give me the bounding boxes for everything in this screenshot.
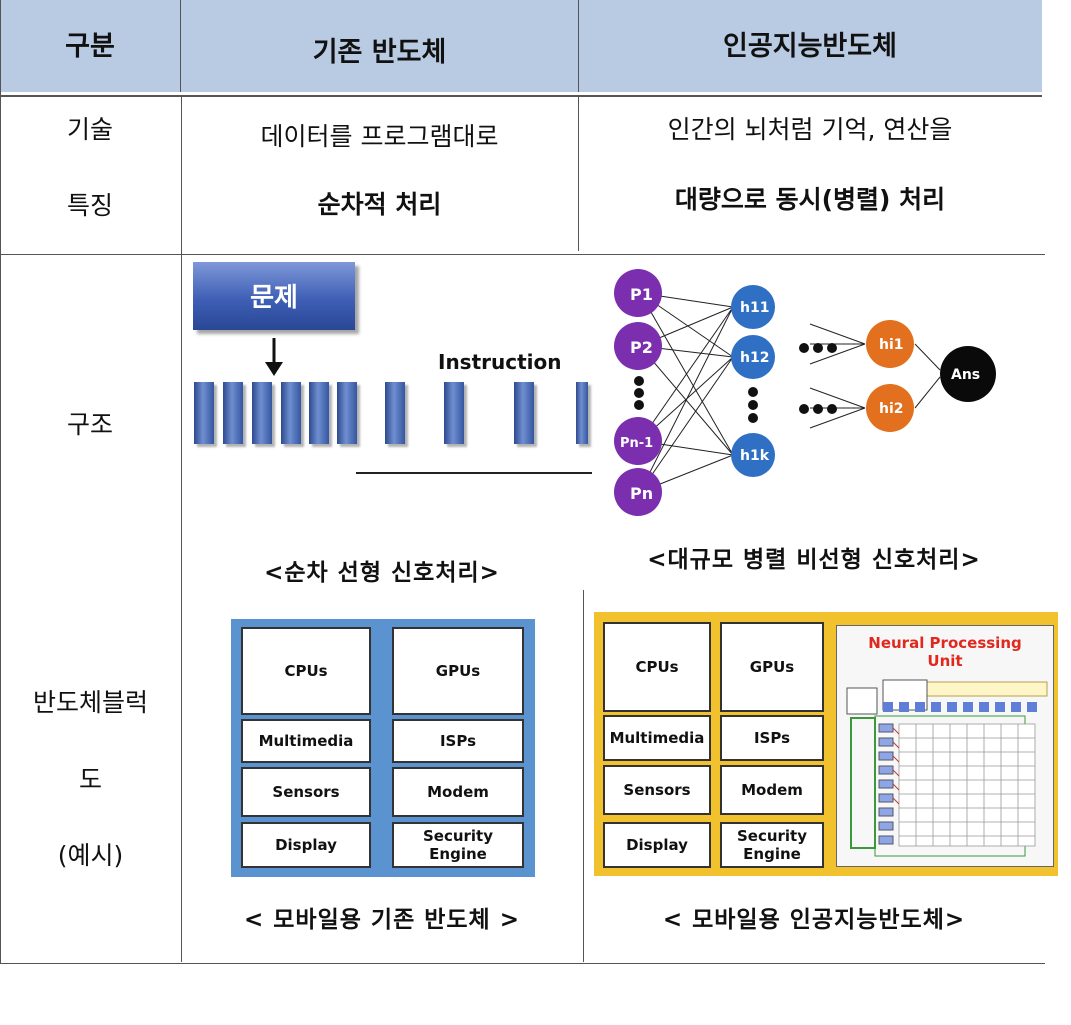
down-arrow-icon <box>265 338 283 376</box>
ai-tech-line1: 인간의 뇌처럼 기억, 연산을 <box>667 115 953 144</box>
column-divider <box>181 96 182 962</box>
column-divider <box>578 0 579 92</box>
hidden-neuron-layer2 <box>866 320 914 368</box>
instruction-bar <box>576 382 588 444</box>
existing-block-caption: < 모바일용 기존 반도체 > <box>243 907 520 933</box>
input-neuron <box>614 269 662 317</box>
header-ai-semiconductor: 인공지능반도체 <box>723 31 897 62</box>
row-label-feature: 특징 <box>66 191 113 220</box>
instruction-label: Instruction <box>438 350 562 374</box>
row-label-tech: 기술 <box>66 115 113 144</box>
row-divider <box>0 254 1045 255</box>
chip-block-isps: ISPs <box>720 715 824 761</box>
chip-block-cpus: CPUs <box>603 622 711 712</box>
chip-block-modem: Modem <box>392 767 524 817</box>
hidden-neuron <box>731 433 775 477</box>
input-neuron-label: P1 <box>630 285 653 304</box>
chip-block-modem: Modem <box>720 765 824 815</box>
problem-box: 문제 <box>193 262 355 330</box>
npu-array-diagram <box>846 679 1048 857</box>
input-neuron <box>614 417 662 465</box>
column-divider <box>578 96 579 251</box>
ai-structure-caption: <대규모 병렬 비선형 신호처리> <box>647 547 981 573</box>
instruction-bar <box>337 382 357 444</box>
output-neuron-label: Ans <box>951 367 980 383</box>
chip-block-display: Display <box>603 822 711 868</box>
row-label-block-diagram-2: 도 <box>78 765 102 794</box>
ai-tech-line2: 대량으로 동시(병렬) 처리 <box>674 185 946 214</box>
output-neuron <box>940 346 996 402</box>
instruction-bar <box>252 382 272 444</box>
hidden-neuron-label: h11 <box>740 300 769 316</box>
instruction-bar <box>194 382 214 444</box>
chip-block-sensors: Sensors <box>603 765 711 815</box>
chip-block-multimedia: Multimedia <box>603 715 711 761</box>
input-neuron-label: Pn-1 <box>620 436 653 451</box>
chip-block-cpus: CPUs <box>241 627 371 715</box>
column-divider <box>180 0 181 92</box>
hidden-neuron <box>731 285 775 329</box>
existing-structure-caption: <순차 선형 신호처리> <box>264 560 500 586</box>
table-left-border <box>0 0 1 963</box>
hidden-neuron-label: h1k <box>740 448 770 464</box>
table-header-background <box>0 0 1042 92</box>
neural-processing-unit: Neural Processing Unit <box>836 625 1054 867</box>
baseline-line <box>356 472 592 474</box>
neural-network-diagram: P1 P2 Pn-1 Pn h11 h12 h1k hi1 hi2 Ans <box>614 269 996 516</box>
existing-tech-line2: 순차적 처리 <box>317 190 442 219</box>
hidden-neuron-label: h12 <box>740 350 769 366</box>
hidden-neuron-layer2 <box>866 384 914 432</box>
input-neuron <box>614 322 662 370</box>
chip-block-isps: ISPs <box>392 719 524 763</box>
chip-block-display: Display <box>241 822 371 868</box>
chip-block-gpus: GPUs <box>392 627 524 715</box>
instruction-bar <box>223 382 243 444</box>
chip-block-multimedia: Multimedia <box>241 719 371 763</box>
row-divider <box>0 95 1042 97</box>
row-label-block-diagram: 반도체블럭 <box>32 688 148 717</box>
instruction-bar <box>385 382 405 444</box>
input-neuron <box>614 468 662 516</box>
chip-block-sensors: Sensors <box>241 767 371 817</box>
npu-title: Neural Processing Unit <box>868 634 1022 670</box>
instruction-bar <box>281 382 301 444</box>
row-label-structure: 구조 <box>66 410 113 439</box>
column-divider <box>583 590 584 962</box>
row-label-example: (예시) <box>57 841 124 870</box>
instruction-bar <box>514 382 534 444</box>
ai-block-caption: < 모바일용 인공지능반도체> <box>662 907 966 933</box>
input-neuron-label: P2 <box>630 338 653 357</box>
existing-tech-line1: 데이터를 프로그램대로 <box>260 122 499 151</box>
input-neuron-label: Pn <box>630 484 653 503</box>
instruction-bar <box>309 382 329 444</box>
hidden-neuron <box>731 335 775 379</box>
header-existing-semiconductor: 기존 반도체 <box>312 37 447 68</box>
chip-block-gpus: GPUs <box>720 622 824 712</box>
ellipsis-dots <box>634 343 837 423</box>
hidden-neuron-label: hi1 <box>879 337 904 353</box>
chip-block-security-engine: Security Engine <box>392 822 524 868</box>
chip-block-security-engine: Security Engine <box>720 822 824 868</box>
row-divider <box>0 963 1045 964</box>
header-category: 구분 <box>65 31 115 62</box>
instruction-bar <box>444 382 464 444</box>
hidden-neuron-label: hi2 <box>879 401 904 417</box>
